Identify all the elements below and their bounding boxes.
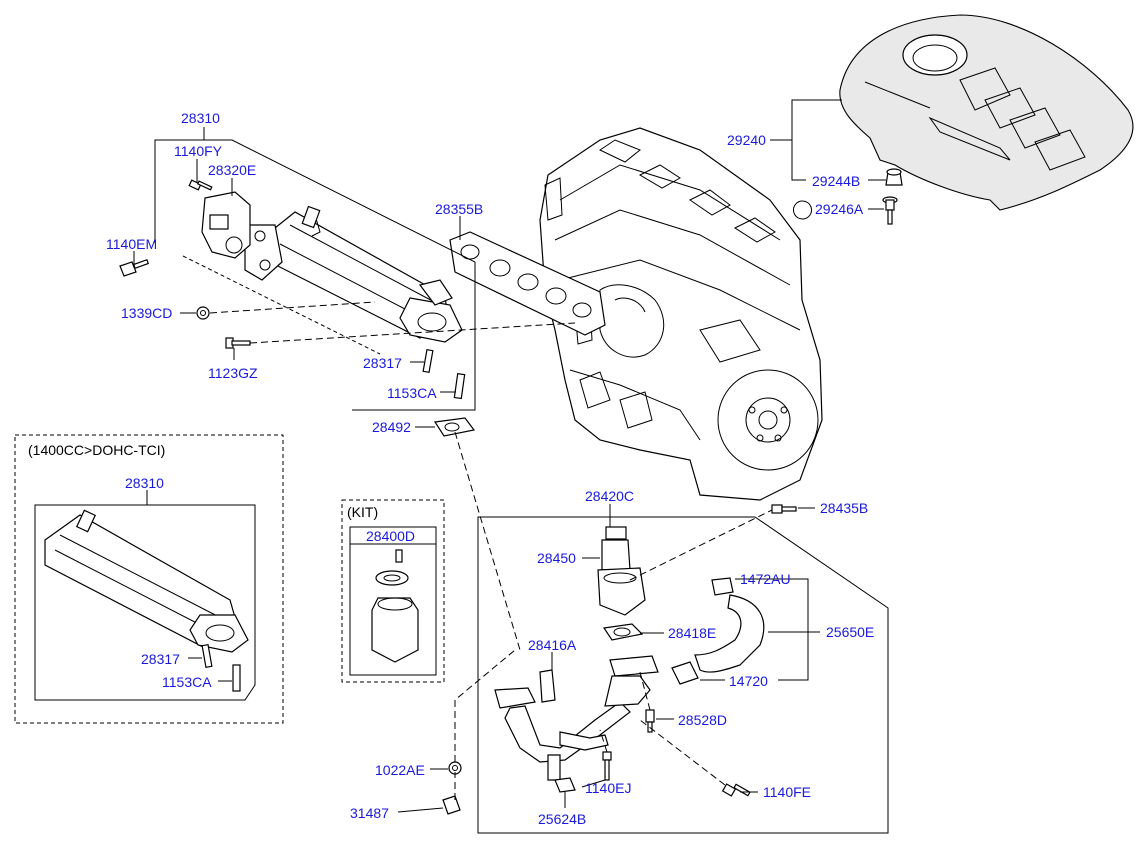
- variant-box-1400cc: [14, 434, 284, 724]
- label-1472au: 1472AU: [740, 571, 791, 587]
- label-14720: 14720: [729, 673, 768, 689]
- label-1123gz: 1123GZ: [208, 365, 258, 381]
- label-28420c: 28420C: [585, 488, 634, 504]
- kit-box-28400d: [341, 499, 445, 683]
- exhaust-manifold-gasket: [449, 231, 606, 336]
- label-29240: 29240: [727, 132, 766, 148]
- label-28450: 28450: [537, 550, 576, 566]
- egr-valve-assembly: [442, 504, 889, 834]
- label-28435b: 28435B: [820, 500, 868, 516]
- label-28492: 28492: [372, 419, 411, 435]
- label-1140em: 1140EM: [106, 236, 157, 252]
- label-28418e: 28418E: [668, 625, 716, 641]
- label-28528d: 28528D: [678, 712, 727, 728]
- label-25650e: 25650E: [826, 624, 874, 640]
- label-29244b: 29244B: [812, 173, 860, 189]
- label-28310-box: 28310: [125, 475, 164, 491]
- label-31487: 31487: [350, 805, 389, 821]
- label-28416a: 28416A: [528, 637, 577, 653]
- label-1339cd: 1339CD: [121, 305, 172, 321]
- label-28317-box: 28317: [141, 651, 180, 667]
- engine-assembly: [539, 127, 823, 501]
- label-28320e: 28320E: [208, 162, 256, 178]
- label-1140fe: 1140FE: [763, 784, 811, 800]
- label-1140fy: 1140FY: [174, 143, 223, 159]
- egr-cooler-assembly-top: [119, 139, 476, 437]
- label-28317-top: 28317: [363, 355, 402, 371]
- label-29246a: 29246A: [815, 201, 864, 217]
- variant-title: (1400CC>DOHC-TCI): [28, 442, 165, 458]
- label-28400d: 28400D: [366, 528, 415, 544]
- label-28355b: 28355B: [435, 201, 483, 217]
- kit-title: (KIT): [347, 504, 378, 520]
- engine-cover: [839, 14, 1134, 211]
- label-1153ca-box: 1153CA: [162, 674, 212, 690]
- label-25624b: 25624B: [538, 811, 586, 827]
- label-1022ae: 1022AE: [375, 762, 425, 778]
- label-28310-top: 28310: [181, 110, 220, 126]
- grommet-29244b: [885, 168, 903, 186]
- leader-lines: [133, 99, 886, 813]
- bolt-29246a: [882, 196, 898, 225]
- label-1140ej: 1140EJ: [585, 780, 631, 796]
- label-1153ca-top: 1153CA: [387, 385, 437, 401]
